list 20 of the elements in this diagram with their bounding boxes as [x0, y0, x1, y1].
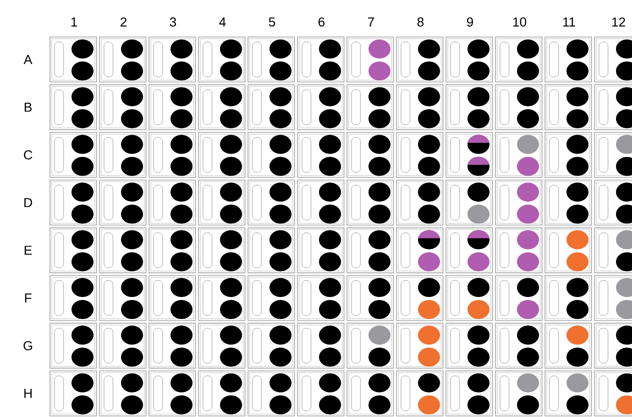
column-number: 11: [563, 18, 576, 26]
column-number: 6: [318, 17, 325, 27]
row-letter: E: [24, 246, 32, 255]
column-number: 10: [513, 17, 526, 27]
row-letter: H: [24, 388, 32, 398]
row-letter: D: [24, 198, 32, 208]
row-letter: G: [24, 341, 32, 350]
column-number: 2: [120, 17, 126, 27]
column-number: 3: [170, 17, 176, 27]
row-letter: F: [25, 294, 32, 302]
column-number: 4: [219, 18, 226, 26]
row-letter: A: [24, 55, 32, 64]
column-number: 8: [417, 17, 424, 27]
row-letter: C: [24, 150, 32, 160]
row-letter: B: [24, 102, 32, 112]
column-number: 9: [467, 17, 473, 27]
column-number: 7: [368, 18, 374, 26]
column-number: 5: [268, 17, 276, 27]
column-number: 12: [612, 17, 626, 27]
column-number: 1: [71, 18, 77, 26]
